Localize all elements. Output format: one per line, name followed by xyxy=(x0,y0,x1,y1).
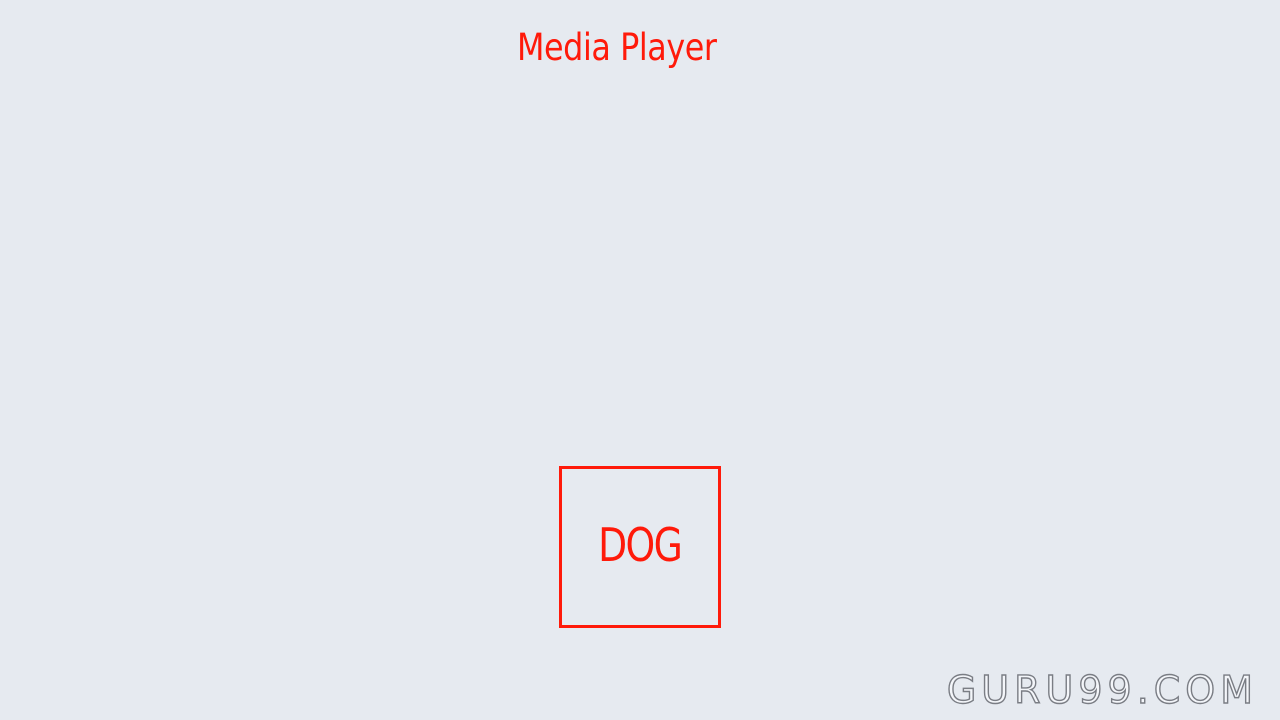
page-title: Media Player xyxy=(517,26,717,69)
dog-box: DOG xyxy=(559,466,721,628)
dog-box-label: DOG xyxy=(598,518,683,572)
watermark: GURU99.COM xyxy=(946,667,1258,712)
